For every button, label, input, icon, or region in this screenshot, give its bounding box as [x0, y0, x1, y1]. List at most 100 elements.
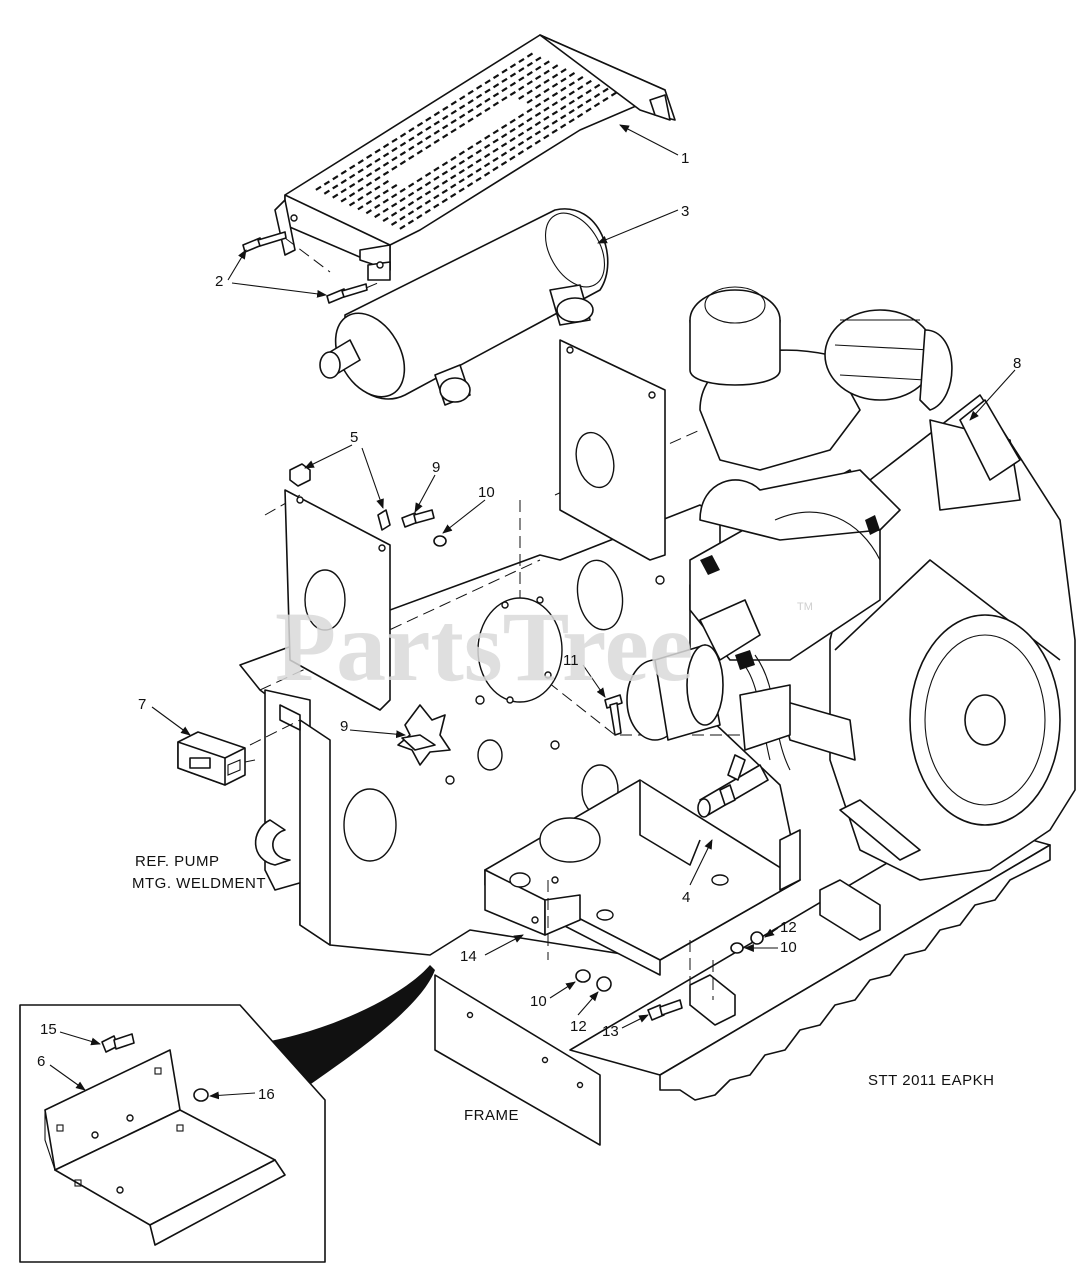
muffler-guard [274, 34, 676, 281]
vent-slot [433, 120, 440, 126]
hour-meter [177, 719, 301, 786]
callout-4: 4 [682, 889, 690, 906]
frame [434, 809, 1051, 1146]
vent-slot [492, 138, 499, 144]
vent-slot [365, 199, 372, 206]
vent-slot [382, 198, 389, 204]
vent-slot [416, 204, 423, 211]
vent-slot [416, 214, 423, 220]
vent-slot [467, 117, 474, 123]
vent-slot [332, 175, 339, 181]
vent-slot [500, 160, 508, 166]
vent-slot [534, 93, 542, 99]
vent-slot [484, 79, 491, 85]
vent-slot [551, 128, 558, 134]
vent-slot [526, 89, 533, 95]
vent-slot [526, 117, 533, 123]
vent-slot [374, 213, 381, 219]
vent-slot [416, 121, 424, 127]
vent-slot [475, 158, 482, 164]
vent-slot [441, 188, 448, 195]
vent-slot [458, 178, 465, 184]
guard-vent-slots [315, 52, 618, 230]
vent-slot [526, 144, 533, 150]
vent-slot [450, 155, 457, 162]
vent-slot [576, 112, 584, 119]
vent-slot [332, 193, 339, 199]
vent-slot [416, 149, 423, 155]
vent-slot [382, 161, 390, 167]
vent-slot [399, 160, 406, 166]
vent-slot [484, 153, 491, 159]
vent-slot [391, 202, 398, 208]
vent-slot [551, 110, 558, 116]
vent-slot [425, 144, 432, 150]
vent-slot [424, 199, 431, 205]
callout-15: 15 [40, 1021, 57, 1038]
vent-slot [501, 77, 508, 83]
vent-slot [568, 99, 575, 105]
vent-slot [594, 83, 601, 89]
vent-slot [543, 106, 550, 112]
vent-slot [483, 171, 491, 177]
vent-slot [534, 111, 542, 117]
vent-slot [534, 139, 541, 145]
callout-1: 1 [681, 150, 689, 167]
vent-slot [459, 113, 466, 119]
vent-slot [450, 100, 457, 106]
frame-label: FRAME [464, 1107, 519, 1124]
vent-slot [560, 68, 567, 74]
vent-slot [458, 122, 466, 128]
vent-slot [492, 83, 500, 89]
vent-slot [535, 84, 542, 90]
vent-slot [399, 150, 406, 157]
vent-slot [560, 105, 567, 111]
ref-pump-label-line1: REF. PUMP [135, 853, 220, 870]
vent-slot [416, 195, 423, 201]
vent-slot [374, 176, 381, 182]
vent-slot [357, 168, 364, 174]
engine [626, 286, 1076, 881]
vent-slot [450, 183, 457, 189]
muffler [319, 208, 609, 406]
vent-slot [365, 190, 373, 196]
vent-slot [357, 186, 364, 192]
callout-12-right: 12 [780, 919, 797, 936]
vent-slot [492, 166, 499, 172]
vent-slot [484, 143, 491, 149]
vent-slot [365, 172, 373, 178]
vent-slot [433, 185, 440, 191]
vent-slot [534, 130, 541, 136]
vent-slot [466, 182, 474, 188]
vent-slot [408, 154, 415, 160]
callout-11: 11 [563, 652, 579, 669]
vent-slot [551, 82, 559, 88]
vent-slot [560, 86, 567, 92]
vent-slot [450, 128, 457, 134]
vent-slot [518, 67, 525, 73]
vent-slot [500, 151, 508, 157]
vent-slot [610, 91, 618, 97]
pump-mounting-weldment [254, 689, 331, 946]
vent-slot [408, 145, 415, 151]
vent-slot [602, 96, 609, 103]
vent-slot [441, 170, 448, 176]
vent-slot [391, 165, 398, 171]
vent-slot [442, 124, 449, 130]
callout-9-upper: 9 [432, 459, 440, 476]
vent-slot [509, 118, 516, 124]
vent-slot [552, 64, 559, 70]
vent-slot [602, 87, 609, 93]
vent-slot [543, 124, 550, 131]
vent-slot [517, 122, 525, 128]
vent-slot [492, 129, 499, 135]
vent-slot [374, 194, 381, 200]
vent-slot [509, 146, 516, 152]
vent-slot [357, 196, 364, 202]
vent-slot [467, 172, 474, 179]
vent-slot [568, 81, 575, 87]
vent-slot [526, 52, 534, 58]
vent-slot [509, 90, 516, 97]
vent-slot [518, 85, 525, 91]
vent-slot [526, 61, 533, 67]
